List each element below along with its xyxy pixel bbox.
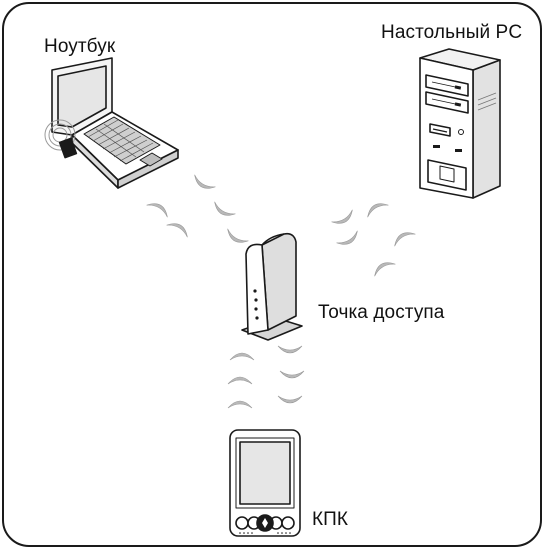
pda-icon	[229, 429, 301, 537]
desktop-pc-icon	[419, 48, 501, 199]
pda-label: КПК	[312, 509, 349, 530]
access-point-icon	[241, 232, 303, 341]
desktop-pc-label: Настольный PC	[381, 22, 523, 43]
laptop-icon	[44, 57, 179, 189]
laptop-label: Ноутбук	[44, 36, 116, 57]
access-point-label: Точка доступа	[318, 302, 445, 323]
